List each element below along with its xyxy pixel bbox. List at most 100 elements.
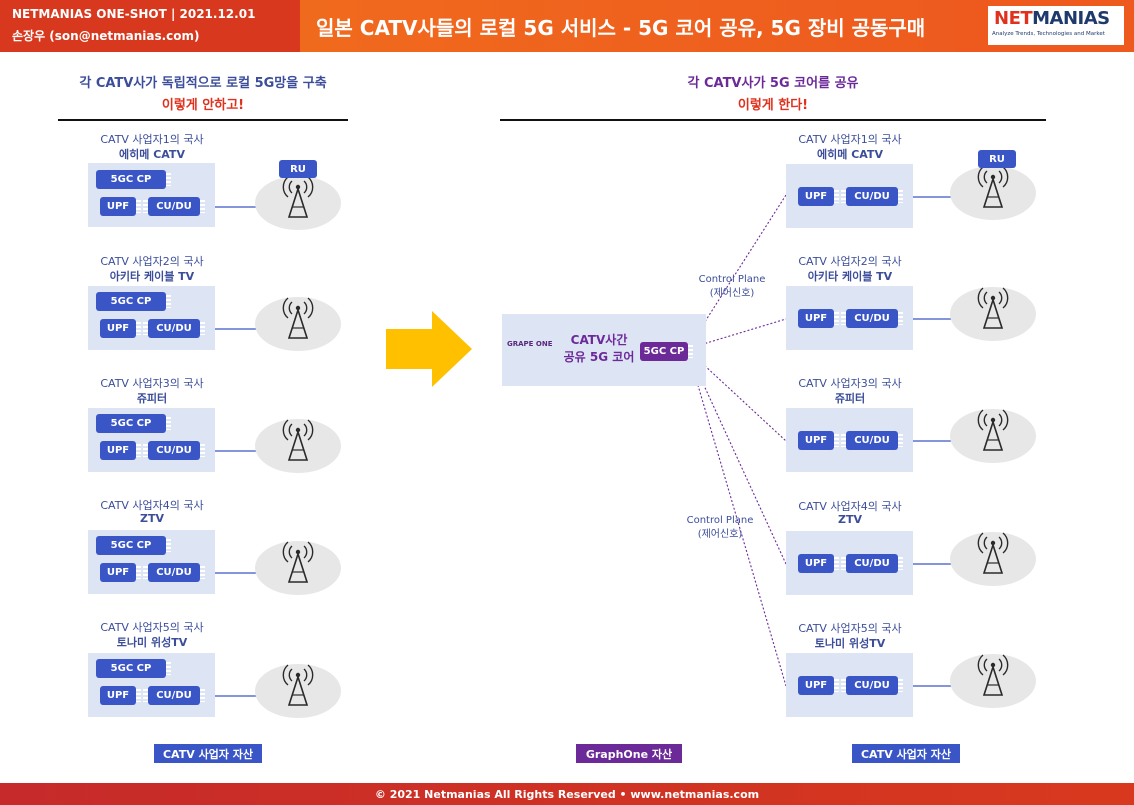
port-icon bbox=[200, 566, 205, 579]
right-asset-tag: CATV 사업자 자산 bbox=[852, 744, 960, 763]
port-icon bbox=[136, 566, 141, 579]
antenna-icon bbox=[949, 286, 1037, 342]
port-icon bbox=[841, 434, 846, 447]
logo-tagline: Analyze Trends, Technologies and Market bbox=[992, 31, 1105, 37]
port-icon bbox=[143, 444, 148, 457]
upf-chip: UPF bbox=[798, 554, 839, 573]
cudu-chip: CU/DU bbox=[143, 441, 205, 460]
port-icon bbox=[136, 200, 141, 213]
site-label: CATV 사업자1의 국사 bbox=[798, 133, 902, 146]
chip-label: UPF bbox=[106, 323, 130, 334]
cudu-chip: CU/DU bbox=[143, 319, 205, 338]
site-name: ZTV bbox=[140, 512, 164, 525]
antenna-icon bbox=[949, 165, 1037, 221]
control-plane-text: Control Plane bbox=[686, 515, 754, 526]
site-label: CATV 사업자3의 국사 bbox=[100, 377, 204, 390]
site-label: CATV 사업자4의 국사 bbox=[798, 500, 902, 513]
port-icon bbox=[143, 200, 148, 213]
site-name: 아키타 케이블 TV bbox=[109, 270, 195, 283]
cudu-chip: CU/DU bbox=[143, 197, 205, 216]
upf-chip: UPF bbox=[100, 686, 141, 705]
port-icon bbox=[834, 557, 839, 570]
cudu-chip: CU/DU bbox=[841, 187, 903, 206]
logo-part1: NET bbox=[994, 8, 1033, 29]
port-icon bbox=[898, 190, 903, 203]
control-plane-label: Control Plane(제어신호) bbox=[678, 514, 762, 542]
site-label: CATV 사업자2의 국사 bbox=[100, 255, 204, 268]
right-section-subtitle: 이렇게 한다! bbox=[737, 98, 809, 113]
netmanias-logo: NETMANIAS Analyze Trends, Technologies a… bbox=[980, 0, 1134, 52]
site-label: CATV 사업자1의 국사 bbox=[100, 133, 204, 146]
port-icon bbox=[143, 322, 148, 335]
header-title-bar: 일본 CATV사들의 로컬 5G 서비스 - 5G 코어 공유, 5G 장비 공… bbox=[300, 0, 980, 52]
5gc-cp-chip: 5GC CP bbox=[96, 292, 171, 311]
chip-label: CU/DU bbox=[854, 680, 890, 691]
chip-label: CU/DU bbox=[854, 558, 890, 569]
port-icon bbox=[143, 689, 148, 702]
upf-chip: UPF bbox=[798, 309, 839, 328]
chip-label: UPF bbox=[106, 201, 130, 212]
port-icon bbox=[898, 312, 903, 325]
antenna-icon bbox=[949, 531, 1037, 587]
shared-5gc-cp-chip: 5GC CP bbox=[640, 342, 693, 361]
chip-label: CU/DU bbox=[156, 690, 192, 701]
cudu-chip: CU/DU bbox=[143, 563, 205, 582]
site-name: 쥬피터 bbox=[136, 392, 168, 405]
upf-chip: UPF bbox=[798, 187, 839, 206]
port-icon bbox=[200, 444, 205, 457]
chip-label: UPF bbox=[106, 445, 130, 456]
port-icon bbox=[166, 295, 171, 308]
antenna-icon bbox=[949, 653, 1037, 709]
chip-label: UPF bbox=[804, 680, 828, 691]
header-meta: NETMANIAS ONE-SHOT | 2021.12.01 손장우 (son… bbox=[0, 0, 300, 52]
site-label: CATV 사업자2의 국사 bbox=[798, 255, 902, 268]
right-divider bbox=[500, 119, 1046, 121]
antenna-icon bbox=[254, 418, 342, 474]
antenna-icon bbox=[254, 540, 342, 596]
port-icon bbox=[136, 689, 141, 702]
port-icon bbox=[166, 417, 171, 430]
site-name: 토나미 위성TV bbox=[814, 637, 886, 650]
port-icon bbox=[841, 557, 846, 570]
site-name: 토나미 위성TV bbox=[116, 636, 188, 649]
chip-label: 5GC CP bbox=[110, 418, 152, 429]
port-icon bbox=[688, 345, 693, 358]
port-icon bbox=[841, 679, 846, 692]
antenna-icon bbox=[254, 175, 342, 231]
chip-label: CU/DU bbox=[156, 323, 192, 334]
site-label: CATV 사업자5의 국사 bbox=[100, 621, 204, 634]
ru-chip: RU bbox=[279, 160, 317, 178]
5gc-cp-chip: 5GC CP bbox=[96, 659, 171, 678]
chip-label: 5GC CP bbox=[643, 346, 685, 357]
chip-label: 5GC CP bbox=[110, 296, 152, 307]
port-icon bbox=[136, 322, 141, 335]
core-label-line1: CATV사간 bbox=[570, 333, 628, 347]
port-icon bbox=[166, 539, 171, 552]
port-icon bbox=[834, 190, 839, 203]
site-name: 아키타 케이블 TV bbox=[807, 270, 893, 283]
chip-label: CU/DU bbox=[156, 567, 192, 578]
port-icon bbox=[200, 322, 205, 335]
antenna-icon bbox=[949, 408, 1037, 464]
copyright-footer: © 2021 Netmanias All Rights Reserved • w… bbox=[0, 783, 1134, 805]
control-plane-label: Control Plane(제어신호) bbox=[690, 273, 774, 301]
port-icon bbox=[200, 200, 205, 213]
control-plane-text: Control Plane bbox=[698, 274, 766, 285]
chip-label: CU/DU bbox=[156, 445, 192, 456]
left-section-title: 각 CATV사가 독립적으로 로컬 5G망을 구축 bbox=[79, 76, 327, 91]
upf-chip: UPF bbox=[798, 431, 839, 450]
ru-chip: RU bbox=[978, 150, 1016, 168]
chip-label: UPF bbox=[106, 690, 130, 701]
antenna-icon bbox=[254, 663, 342, 719]
chip-label: UPF bbox=[106, 567, 130, 578]
site-name: 에히메 CATV bbox=[817, 148, 883, 161]
antenna-icon bbox=[254, 296, 342, 352]
chip-label: 5GC CP bbox=[110, 663, 152, 674]
logo-part2: MANIAS bbox=[1032, 8, 1110, 29]
port-icon bbox=[166, 662, 171, 675]
center-asset-tag: GraphOne 자산 bbox=[576, 744, 682, 763]
site-label: CATV 사업자5의 국사 bbox=[798, 622, 902, 635]
port-icon bbox=[143, 566, 148, 579]
port-icon bbox=[898, 679, 903, 692]
left-asset-tag: CATV 사업자 자산 bbox=[154, 744, 262, 763]
